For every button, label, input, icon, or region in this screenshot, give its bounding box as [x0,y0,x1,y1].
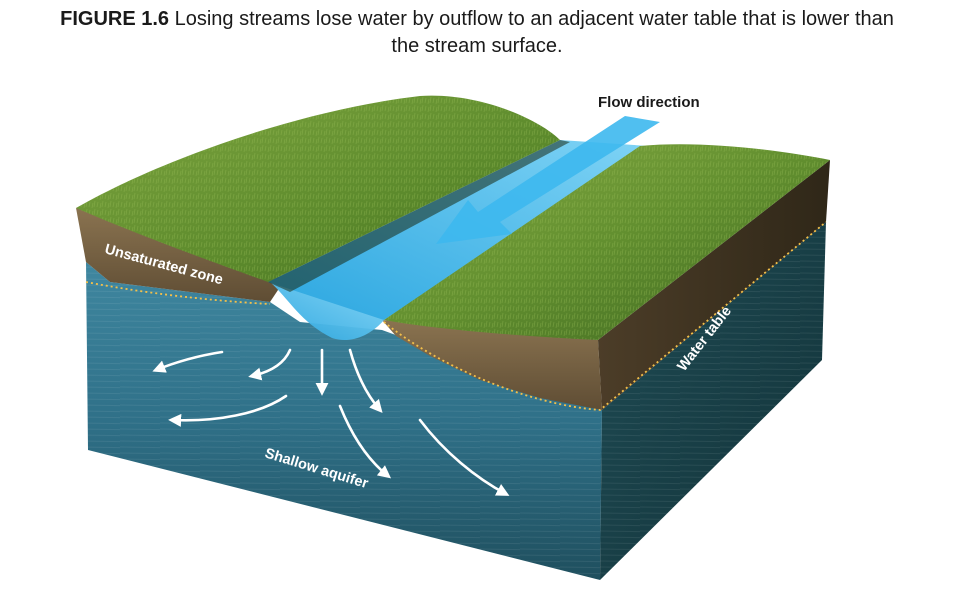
unsaturated-zone-right [382,320,602,410]
flow-direction-label: Flow direction [598,94,700,111]
unsaturated-zone-right-face [598,160,830,410]
seepage-arrow [348,348,383,413]
seepage-arrow [418,418,510,496]
caption-line-1: Losing streams lose water by outflow to … [174,8,894,30]
seepage-arrow [152,350,224,373]
water-table-line [85,281,271,305]
caption-line-2: the stream surface. [391,35,563,57]
seepage-arrows [152,348,510,496]
seepage-arrow [248,348,292,381]
seepage-arrow [168,394,288,427]
stream-cross-section [270,282,384,340]
flow-direction-arrow [436,116,660,244]
figure-caption: FIGURE 1.6 Losing streams lose water by … [0,6,954,60]
unsaturated-zone-left [76,208,282,302]
figure-number: FIGURE 1.6 [60,8,170,30]
seepage-arrow [338,404,392,479]
